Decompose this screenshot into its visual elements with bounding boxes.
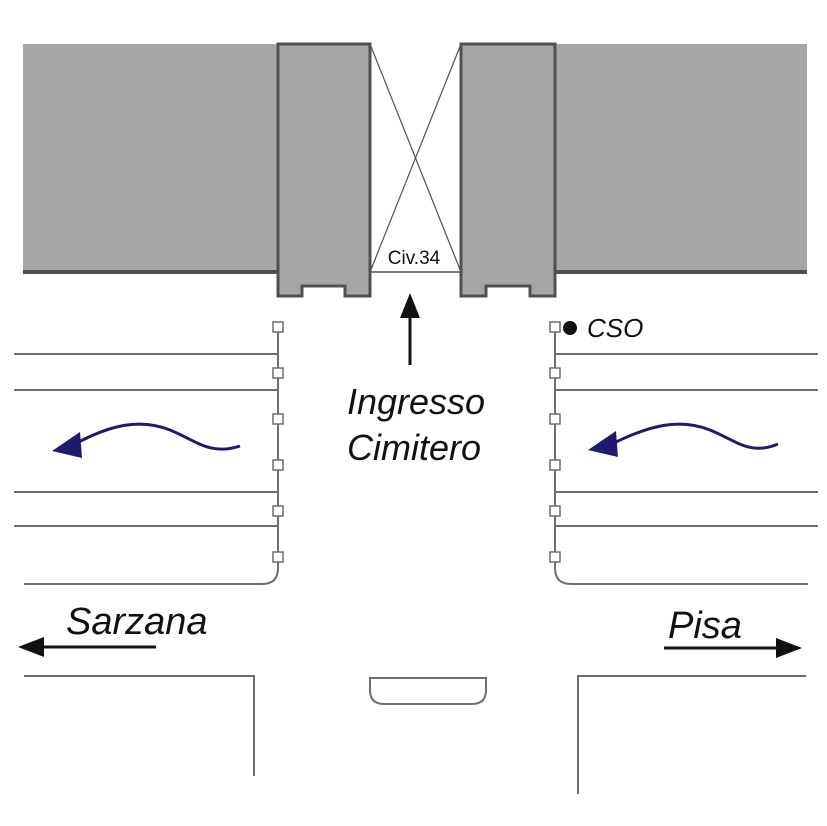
entrance-label-line1: Ingresso	[347, 381, 485, 422]
hedge-lower-left	[14, 500, 276, 526]
arrow-right-icon	[664, 638, 802, 658]
hedge-lower-right	[558, 500, 818, 526]
entrance-label-line2: Cimitero	[347, 427, 481, 468]
entrance-arrow-icon	[400, 293, 420, 365]
building-right	[459, 42, 807, 298]
hedge-upper-right	[558, 355, 818, 381]
flow-arrow-right-lane-icon	[588, 422, 779, 457]
hedge-upper-left	[14, 355, 276, 381]
gate-opening	[369, 43, 462, 273]
bollards-right	[549, 321, 561, 563]
cso-label: CSO	[587, 313, 643, 343]
lower-street-outline	[24, 675, 806, 794]
bollards-left	[272, 321, 284, 563]
direction-left-label: Sarzana	[66, 601, 208, 643]
building-left	[23, 42, 372, 298]
civic-number-label: Civ.34	[388, 248, 441, 269]
traffic-island	[369, 677, 487, 705]
direction-right-label: Pisa	[668, 605, 742, 647]
flow-arrow-left-icon	[52, 422, 241, 458]
cso-marker-icon	[563, 321, 577, 335]
arrow-left-icon	[18, 637, 156, 657]
